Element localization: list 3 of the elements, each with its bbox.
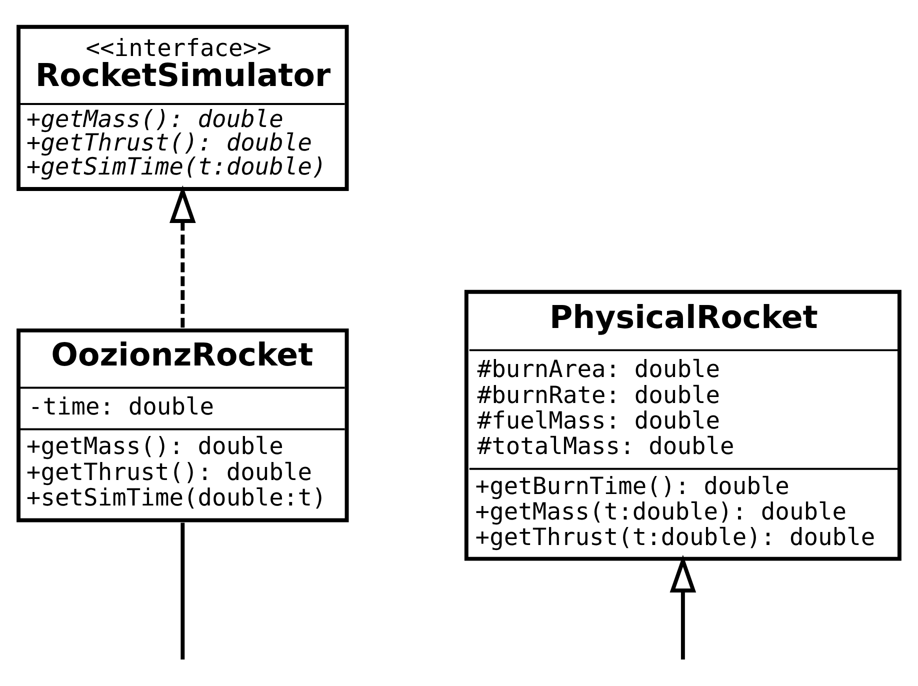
arrow — [670, 554, 696, 660]
arrow — [169, 185, 196, 328]
connector — [180, 522, 185, 660]
